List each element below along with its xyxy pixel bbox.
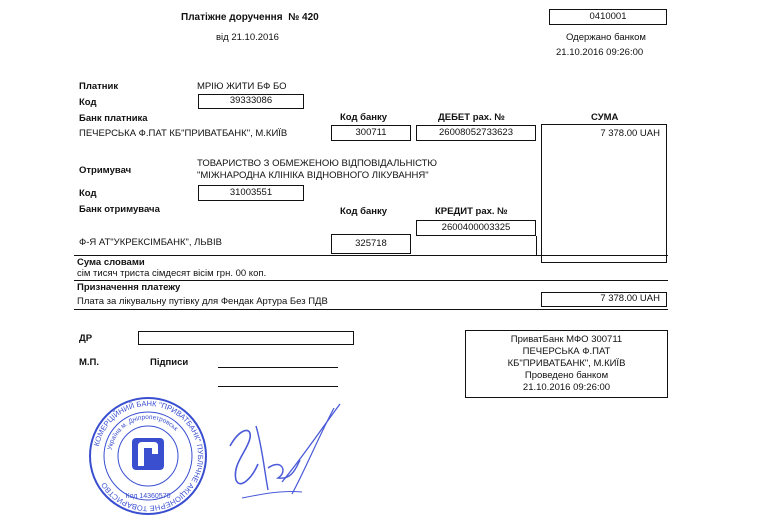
debit-label: ДЕБЕТ рах. № xyxy=(438,112,505,123)
doc-code-box: 0410001 xyxy=(549,9,667,25)
recipient-code-label: Код xyxy=(79,188,97,199)
document-date: від 21.10.2016 xyxy=(216,32,279,43)
bank-stamp-line1: ПриватБанк МФО 300711 xyxy=(510,334,623,345)
purpose-amount-box: 7 378.00 UAH xyxy=(541,292,667,307)
payer-bank-code-label: Код банку xyxy=(340,112,388,123)
payer-code-box: 39333086 xyxy=(198,94,304,109)
bank-stamp-line3: КБ"ПРИВАТБАНК", М.КИЇВ xyxy=(507,358,626,369)
payer-code-label: Код xyxy=(79,97,97,108)
credit-account-box: 2600400003325 xyxy=(416,220,536,236)
purpose-label: Призначення платежу xyxy=(77,282,181,293)
payer-bank-name: ПЕЧЕРСЬКА Ф.ПАТ КБ"ПРИВАТБАНК", М.КИЇВ xyxy=(79,128,288,139)
recipient-name-line1: ТОВАРИСТВО З ОБМЕЖЕНОЮ ВІДПОВІДАЛЬНІСТЮ xyxy=(197,158,438,169)
round-stamp: КОМЕРЦІЙНИЙ БАНК "ПРИВАТБАНК" ПУБЛІЧНЕ А… xyxy=(89,397,207,515)
sum-box: 7 378.00 UAH xyxy=(541,124,667,263)
signature-line-1 xyxy=(218,367,338,368)
handwritten-signature xyxy=(229,403,341,499)
recipient-label: Отримувач xyxy=(79,165,132,176)
bank-stamp-box: ПриватБанк МФО 300711 ПЕЧЕРСЬКА Ф.ПАТ КБ… xyxy=(465,330,668,398)
bank-stamp-line4: Проведено банком xyxy=(524,370,609,381)
bank-stamp-line2: ПЕЧЕРСЬКА Ф.ПАТ xyxy=(522,346,611,357)
debit-account-box: 26008052733623 xyxy=(416,125,536,141)
recipient-bank-code-box: 325718 xyxy=(331,234,411,254)
recipient-bank-label: Банк отримувача xyxy=(79,204,160,215)
sum-words-label: Сума словами xyxy=(77,257,145,268)
recipient-code-box: 31003551 xyxy=(198,185,304,201)
mp-label: М.П. xyxy=(79,357,100,368)
purpose-text: Плата за лікувальну путівку для Фендак А… xyxy=(77,296,328,307)
document-title: Платіжне доручення № 420 xyxy=(181,12,319,23)
dr-box xyxy=(138,331,354,345)
purpose-rule-bottom xyxy=(74,309,668,310)
payer-bank-code-box: 300711 xyxy=(331,125,411,141)
bank-stamp-line5: 21.10.2016 09:26:00 xyxy=(522,382,611,393)
privatbank-logo-icon xyxy=(132,438,164,470)
signature-line-2 xyxy=(218,386,338,387)
recipient-name-line2: "МІЖНАРОДНА КЛІНІКА ВІДНОВНОГО ЛІКУВАННЯ… xyxy=(197,170,429,181)
credit-divider xyxy=(536,236,537,256)
recipient-bank-name: Ф-Я АТ"УКРЕКСІМБАНК", ЛЬВІВ xyxy=(79,237,222,248)
signatures-label: Підписи xyxy=(150,357,189,368)
sum-label: СУМА xyxy=(591,112,619,123)
recipient-bank-code-label: Код банку xyxy=(340,206,388,217)
payer-label: Платник xyxy=(79,81,119,92)
dr-label: ДР xyxy=(79,333,93,344)
sum-words-rule-top xyxy=(74,255,668,256)
credit-label: КРЕДИТ рах. № xyxy=(435,206,508,217)
payer-bank-label: Банк платника xyxy=(79,113,148,124)
payer-name: МРІЮ ЖИТИ БФ БО xyxy=(197,81,287,92)
svg-text:Код 14360570: Код 14360570 xyxy=(126,493,171,500)
received-date: 21.10.2016 09:26:00 xyxy=(556,47,644,58)
sum-words-rule-bottom xyxy=(74,280,668,281)
sum-words-text: сім тисяч триста сімдесят вісім грн. 00 … xyxy=(77,268,267,279)
received-label: Одержано банком xyxy=(566,32,646,43)
